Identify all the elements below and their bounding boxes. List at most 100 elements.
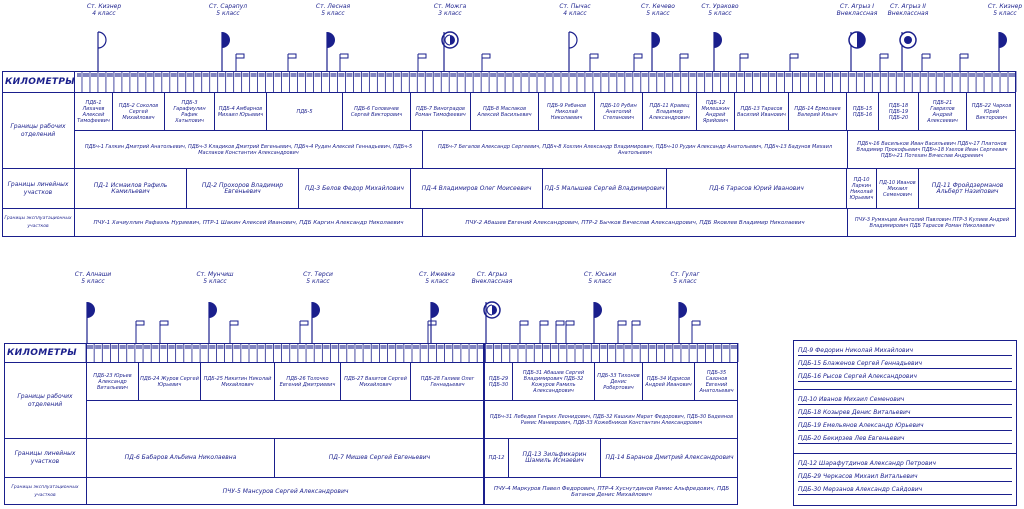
top-station-5 [651,32,660,72]
row-label-exp-b: Границы эксплуатационных участков [11,484,79,498]
line-cell: ПД-6 Бабаров Альбина Николаевна [86,439,274,477]
work-cell: ПДБ-21 Гаврилов Андрей Алексеевич [918,93,966,130]
post-flag-icon [481,53,491,72]
work-cell: ПДБ-5 [266,93,342,130]
top-grid [2,71,1016,237]
post-flag-icon [959,53,969,72]
post-flag-icon [229,320,239,343]
row-label-exp: Границы эксплуатационных участков [4,216,72,229]
post-flag-icon [789,53,799,72]
exp-cell: ПЧУ-5 Мансуров Сергей Александрович [86,478,484,505]
work-cell: ПДБ-35 Сазонов Евгений Анатольевич [694,363,738,400]
work-cell: ПДБ-23 Юрьев Александр Витальевич [86,363,138,400]
post-flag-icon [565,320,575,343]
work-cell: ПДБ-28 Галиев Олег Геннадьевич [410,363,484,400]
top-station-7 [848,31,866,72]
work-wide-2: ПДБч-7 Бегалов Александр Сергеевич, ПДБч… [422,131,847,168]
line-cell: ПД-4 Владимиров Олег Моисеевич [410,169,542,208]
work-cell: ПДБ-11 Кравец Владимир Александрович [642,93,696,130]
legend-entry: ПД-9 Федорин Николай Михайлович [798,346,1012,356]
line-cell: ПД-2 Прохоров Владимир Евгеньевич [186,169,298,208]
line-cell: ПД-12 [484,439,508,477]
line-cell: ПД-10 Иванов Михаил Семенович [876,169,918,208]
top-station-0 [97,31,107,72]
legend-entry: ПДБ-15 Блаженов Сергей Геннадьевич [798,359,1012,369]
bottom-station-0 [86,302,95,343]
line-cell: ПД-5 Малышев Сергей Владимирович [542,169,666,208]
bottom-station-1 [208,302,217,343]
bottom-station-5 [593,302,602,343]
post-flag-icon [921,53,931,72]
work-cell: ПДБ-10 Рубин Анатолий Степанович [594,93,642,130]
legend-entry: ПДБ-19 Емельянов Александр Юрьевич [798,421,1012,431]
post-flag-icon [417,53,427,72]
post-flag-icon [679,53,689,72]
top-station-9 [998,32,1007,72]
post-flag-icon [631,320,641,343]
legend-entry: ПД-10 Иванов Михаил Семенович [798,395,1012,405]
post-flag-icon [135,320,145,343]
work-wide-3: ПДБч-16 Васильков Иван Васильевич ПДБч-1… [847,131,1016,168]
post-flag-icon [339,53,349,72]
work-cell: ПДБ-3 Гарафиулин Рафик Хатыпович [164,93,214,130]
top-station-8 [899,31,917,72]
km-label-bottom: КИЛОМЕТРЫ [4,343,85,362]
top-station-4 [568,31,578,72]
row-label-line: Границы линейных участков [7,180,69,196]
bottom-station-6 [678,302,687,343]
post-flag-icon [879,53,889,72]
bottom-station-4 [483,301,501,343]
post-flag-icon [539,320,549,343]
line-cell: ПД-7 Мишев Сергей Евгеньевич [274,439,484,477]
work-cell: ПДБ-18 ПДБ-19 ПДБ-20 [878,93,918,130]
work-cell: ПДБ-12 Милешкин Андрей Ярийович [696,93,734,130]
legend-entry: ПДБ-18 Козырев Денис Витальевич [798,408,1012,418]
work-cell: ПДБ-25 Никитин Николай Михайлович [200,363,274,400]
post-flag-icon [633,53,643,72]
legend-entry: ПДБ-29 Черкасов Михаил Витальевич [798,472,1012,482]
top-station-6 [713,32,722,72]
work-cell: ПДБ-26 Толочко Евгений Дмитриевич [274,363,340,400]
work-cell: ПДБ-34 Идрисов Андрей Иванович [642,363,694,400]
work-cell: ПДБ-24 Журов Сергей Юрьевич [138,363,200,400]
work-cell: ПДБ-6 Головачев Сергей Викторович [342,93,410,130]
legend-entry: ПДБ-30 Мерзанов Александр Сайдович [798,485,1012,495]
post-flag-icon [555,320,565,343]
work-cell: ПДБ-9 Рябанов Николай Николаевич [538,93,594,130]
exp-cell: ПЧУ-4 Маркуров Павел Федорович, ПТР-4 Ху… [484,478,738,505]
top-station-3 [441,31,459,72]
work-wide-1: ПДБч-1 Галкин Дмитрий Анатольевич, ПДБч-… [74,131,422,168]
row-label-line-b: Границы линейных участков [14,450,76,465]
work-cell: ПДБ-8 Маслаков Алексей Васильевич [470,93,538,130]
bottom-station-2 [311,302,320,343]
post-flag-icon [617,320,627,343]
post-flag-icon [589,53,599,72]
post-flag-icon [739,53,749,72]
work-wide-b: ПДБч-31 Лебедев Генрих Леонидович, ПДБ-3… [484,401,738,438]
legend-entry: ПДБ-16 Рысов Сергей Александрович [798,372,1012,382]
top-station-1 [221,32,230,72]
row-label-work-b: Границы рабочих отделений [17,392,73,408]
post-flag-icon [691,320,701,343]
post-flag-icon [235,53,245,72]
post-flag-icon [427,320,437,343]
work-cell: ПДБ-33 Тихонов Денис Робертович [594,363,642,400]
